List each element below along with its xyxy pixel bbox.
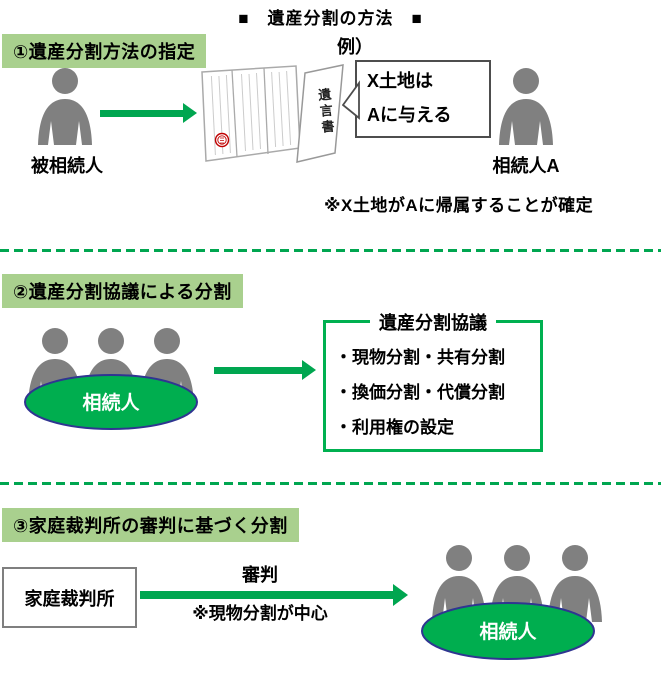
consultation-item: ・利用権の設定 <box>335 418 454 437</box>
decedent-label: 被相続人 <box>31 156 103 176</box>
section3-header: ③家庭裁判所の審判に基づく分割 <box>2 508 299 542</box>
heirs-group-icon: 相続人 <box>421 545 602 660</box>
division-consultation-box: 遺産分割協議 ・現物分割・共有分割 ・換価分割・代償分割 ・利用権の設定 <box>323 309 543 452</box>
speech-bubble-tail-icon <box>342 80 360 120</box>
heirs-ellipse <box>421 602 595 660</box>
family-court-label: 家庭裁判所 <box>24 588 115 609</box>
arrow-right-icon <box>214 360 316 380</box>
dashed-divider-2 <box>0 482 661 485</box>
decedent-person-icon <box>38 68 92 145</box>
arrow-right-icon <box>100 103 197 123</box>
speech-bubble-line1: X土地は <box>367 71 434 91</box>
section1-header: ①遺産分割方法の指定 <box>2 34 207 68</box>
heirs-group-label: 相続人 <box>82 391 140 414</box>
division-consultation-box-title: 遺産分割協議 <box>370 309 496 335</box>
speech-bubble-line2: Aに与える <box>367 105 452 125</box>
heirs-ellipse <box>24 374 198 430</box>
section2-header: ②遺産分割協議による分割 <box>2 274 243 308</box>
arrow-right-icon <box>140 584 408 606</box>
will-document-icon <box>201 64 344 163</box>
will-envelope-icon <box>296 64 344 163</box>
trial-label: 審判 <box>242 565 278 585</box>
section3-note: ※現物分割が中心 <box>192 604 328 623</box>
section1-note: ※X土地がAに帰属することが確定 <box>324 196 594 215</box>
heir-a-person-icon <box>499 68 553 145</box>
heirs-group-label: 相続人 <box>479 620 537 643</box>
heir-a-label: 相続人A <box>492 156 560 176</box>
dashed-divider-1 <box>0 249 661 252</box>
consultation-item: ・現物分割・共有分割 <box>335 348 505 367</box>
example-label: 例） <box>337 37 373 57</box>
speech-bubble: X土地は Aに与える <box>342 60 491 138</box>
heirs-group-icon: 相続人 <box>24 328 198 430</box>
page-title: ■ 遺産分割の方法 ■ <box>238 9 423 28</box>
family-court-box: 家庭裁判所 <box>2 567 137 628</box>
consultation-item: ・換価分割・代償分割 <box>335 383 505 402</box>
seal-stamp-icon <box>214 132 230 148</box>
